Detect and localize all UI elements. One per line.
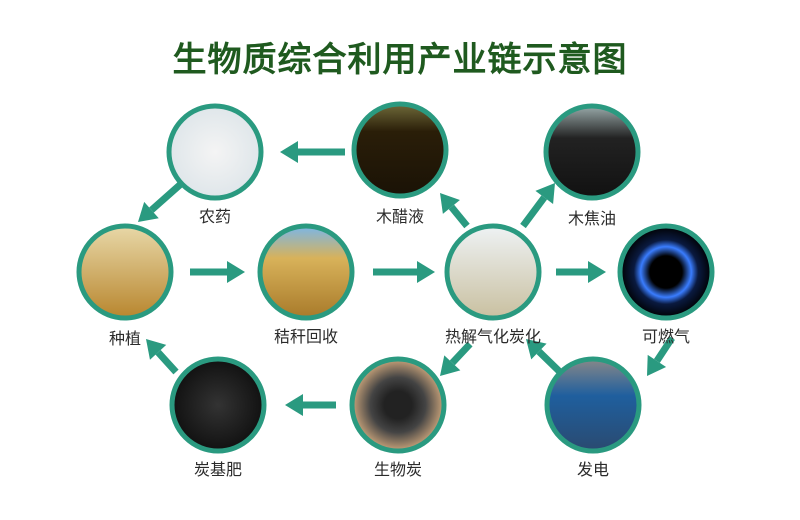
node-wood-vinegar-label: 木醋液 [375,207,425,226]
node-gas-label: 可燃气 [641,327,691,346]
node-fertilizer-label: 炭基肥 [193,460,243,479]
arrow-fertilizer-to-planting [146,339,179,375]
node-straw-image [257,223,355,321]
arrow-pyrolysis-to-wood-vinegar [440,193,470,229]
arrow-planting-to-straw [190,261,245,283]
node-power-label: 发电 [576,460,610,479]
arrow-pyrolysis-to-biochar [440,341,473,376]
arrow-pyrolysis-to-wood-tar [520,183,555,229]
node-wood-tar-label: 木焦油 [567,209,617,228]
arrow-pesticide-to-planting [138,180,185,222]
node-wood-tar-image [543,103,641,201]
node-pyrolysis-label: 热解气化炭化 [444,327,542,346]
node-planting-label: 种植 [108,329,142,348]
node-biochar-image [349,356,447,454]
node-pyrolysis-image [444,223,542,321]
node-fertilizer-image [169,356,267,454]
arrow-straw-to-pyrolysis [373,261,435,283]
node-biochar-label: 生物炭 [373,460,423,479]
node-wood-vinegar-image [351,101,449,199]
node-pesticide-label: 农药 [198,207,232,226]
node-straw-label: 秸秆回收 [273,327,339,346]
node-gas-image [617,223,715,321]
node-power-image [544,356,642,454]
arrow-gas-to-power [647,336,675,376]
page-title: 生物质综合利用产业链示意图 [172,40,628,80]
node-pesticide-image [166,103,264,201]
arrow-biochar-to-fertilizer [285,394,336,416]
arrow-wood-vinegar-to-pesticide [280,141,345,163]
node-planting-image [76,223,174,321]
arrow-power-to-pyrolysis [526,339,563,375]
arrow-pyrolysis-to-gas [556,261,606,283]
